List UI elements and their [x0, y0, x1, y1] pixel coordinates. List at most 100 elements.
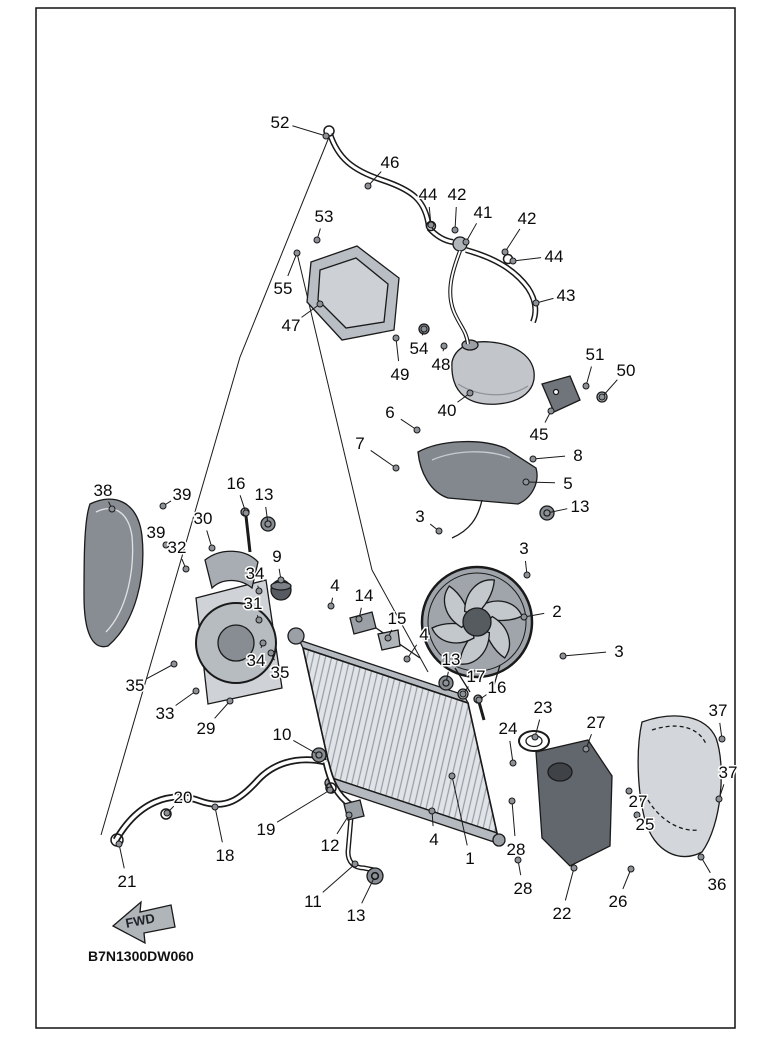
fastener-dot	[543, 509, 551, 517]
part-callout-44: 44	[419, 185, 438, 204]
part-callout-11: 11	[304, 892, 322, 911]
leader-line	[214, 700, 231, 719]
part-callout-38: 38	[94, 481, 113, 500]
part-callout-13: 13	[571, 497, 590, 516]
part-callout-51: 51	[586, 345, 605, 364]
fastener-dot	[392, 334, 400, 342]
lower-hose-illustration	[110, 756, 375, 873]
part-callout-41: 41	[474, 203, 493, 222]
leader-line	[118, 843, 125, 869]
part-callout-5: 5	[563, 474, 572, 493]
leader-line	[322, 863, 356, 893]
fastener-dot	[718, 735, 726, 743]
part-callout-14: 14	[355, 586, 374, 605]
fastener-dot	[162, 541, 170, 549]
fan-illustration	[349, 565, 534, 693]
part-callout-53: 53	[315, 207, 334, 226]
fastener-dot	[448, 772, 456, 780]
fastener-dot	[327, 602, 335, 610]
fastener-dot	[163, 809, 171, 817]
leader-line	[276, 789, 331, 823]
part-callout-40: 40	[438, 401, 457, 420]
fastener-dot	[625, 787, 633, 795]
part-callout-37: 37	[719, 763, 738, 782]
part-callout-7: 7	[355, 434, 364, 453]
part-callout-52: 52	[271, 113, 290, 132]
fastener-dot	[627, 865, 635, 873]
fastener-dot	[559, 652, 567, 660]
part-callout-36: 36	[708, 875, 727, 894]
leader-line	[454, 206, 457, 231]
right-bracket-illustration	[518, 730, 613, 867]
fastener-dot	[242, 509, 250, 517]
part-callout-29: 29	[197, 719, 216, 738]
part-callout-4: 4	[429, 830, 438, 849]
fastener-dot	[313, 236, 321, 244]
fastener-dot	[582, 382, 590, 390]
left-cover-illustration	[83, 498, 144, 648]
fastener-dot	[466, 389, 474, 397]
part-callout-10: 10	[273, 725, 292, 744]
part-callout-13: 13	[347, 906, 366, 925]
part-callout-12: 12	[321, 836, 340, 855]
fastener-dot	[440, 342, 448, 350]
part-callout-16: 16	[227, 474, 246, 493]
fastener-dot	[322, 132, 330, 140]
part-callout-17: 17	[467, 667, 486, 686]
part-callout-16: 16	[488, 678, 507, 697]
part-callout-35: 35	[271, 663, 290, 682]
fwd-arrow: FWD	[111, 900, 176, 945]
part-callout-48: 48	[432, 355, 451, 374]
leader-line	[301, 303, 321, 318]
part-callout-19: 19	[257, 820, 276, 839]
part-callout-37: 37	[709, 701, 728, 720]
fastener-dot	[532, 299, 540, 307]
fastener-dot	[509, 759, 517, 767]
part-callout-28: 28	[514, 879, 533, 898]
leader-line	[509, 740, 514, 764]
fastener-dot	[598, 393, 606, 401]
part-callout-3: 3	[614, 642, 623, 661]
fastener-dot	[508, 797, 516, 805]
part-callout-6: 6	[385, 403, 394, 422]
fastener-dot	[522, 478, 530, 486]
part-callout-42: 42	[518, 209, 537, 228]
part-callout-50: 50	[617, 361, 636, 380]
fastener-dot	[259, 639, 267, 647]
part-callout-13: 13	[442, 650, 461, 669]
part-callout-18: 18	[216, 846, 235, 865]
leader-line	[465, 223, 478, 243]
breather-hose-illustration	[448, 250, 470, 345]
fastener-dot	[108, 505, 116, 513]
fastener-dot	[501, 248, 509, 256]
leader-line	[175, 690, 197, 706]
fastener-dot	[520, 613, 528, 621]
diagram-code: B7N1300DW060	[88, 948, 194, 964]
fastener-dot	[293, 249, 301, 257]
fastener-dot	[364, 182, 372, 190]
part-callout-32: 32	[168, 538, 187, 557]
construction-lines	[100, 136, 429, 836]
fastener-dot	[392, 464, 400, 472]
leader-line	[562, 651, 607, 657]
fastener-dot	[435, 527, 443, 535]
fastener-dot	[633, 811, 641, 819]
part-callout-31: 31	[244, 594, 263, 613]
leader-line	[525, 481, 556, 484]
part-callout-42: 42	[448, 185, 467, 204]
air-duct-illustration	[195, 550, 283, 705]
fastener-dot	[427, 221, 435, 229]
fastener-dot	[582, 745, 590, 753]
fastener-dot	[509, 257, 517, 265]
part-callout-49: 49	[391, 365, 410, 384]
fastener-dot	[547, 407, 555, 415]
part-callout-44: 44	[545, 247, 564, 266]
fastener-dot	[442, 679, 450, 687]
fastener-dot	[420, 325, 428, 333]
part-callout-20: 20	[174, 788, 193, 807]
leader-line	[146, 663, 175, 680]
part-callout-3: 3	[415, 507, 424, 526]
fastener-dot	[355, 615, 363, 623]
